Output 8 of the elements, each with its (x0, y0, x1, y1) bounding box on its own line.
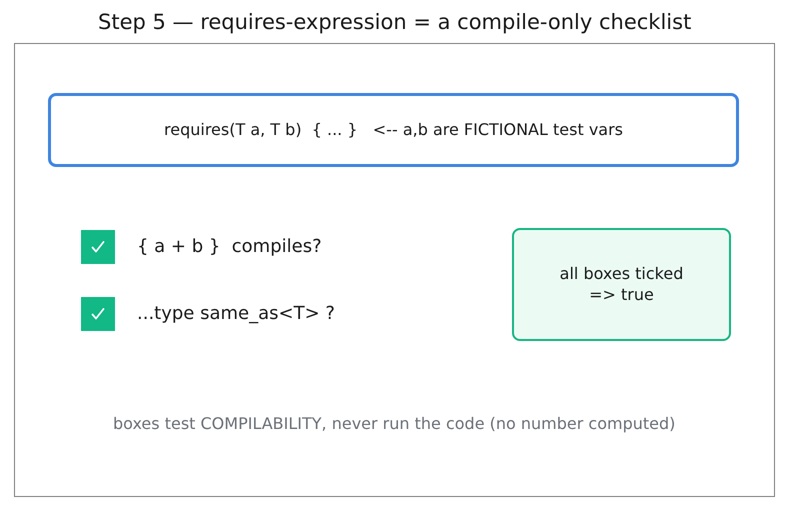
check-label: ...type same_as<T> ? (137, 303, 335, 325)
result-text: all boxes ticked => true (558, 264, 684, 306)
check-label: { a + b } compiles? (137, 236, 322, 258)
result-box (512, 228, 731, 341)
footnote-text: boxes test COMPILABILITY, never run the code (no number computed) (113, 414, 676, 434)
expression-box (48, 93, 739, 167)
diagram-title: Step 5 — requires-expression = a compile-only checklist (98, 10, 692, 34)
expression-text: requires(T a, T b) { ... } <-- a,b are FICTIONAL test vars (164, 120, 623, 140)
